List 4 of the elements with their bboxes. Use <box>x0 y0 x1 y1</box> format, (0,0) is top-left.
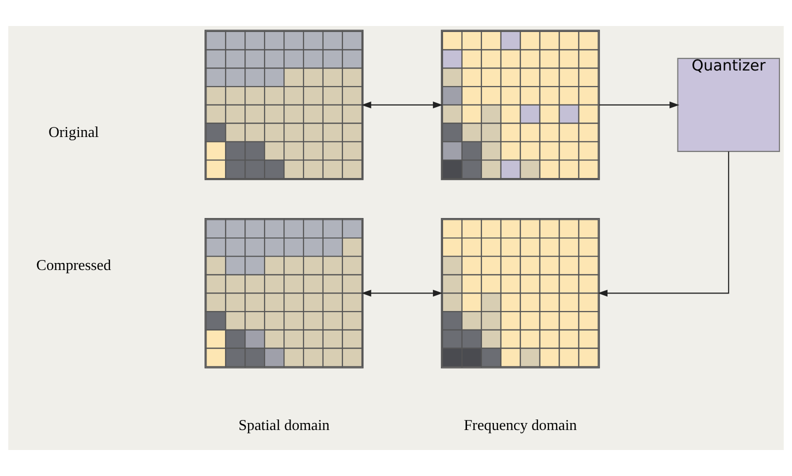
label: Original <box>48 125 99 142</box>
label: Frequency domain <box>464 418 577 434</box>
label: Compressed <box>36 258 112 274</box>
label: Spatial domain <box>238 418 330 434</box>
